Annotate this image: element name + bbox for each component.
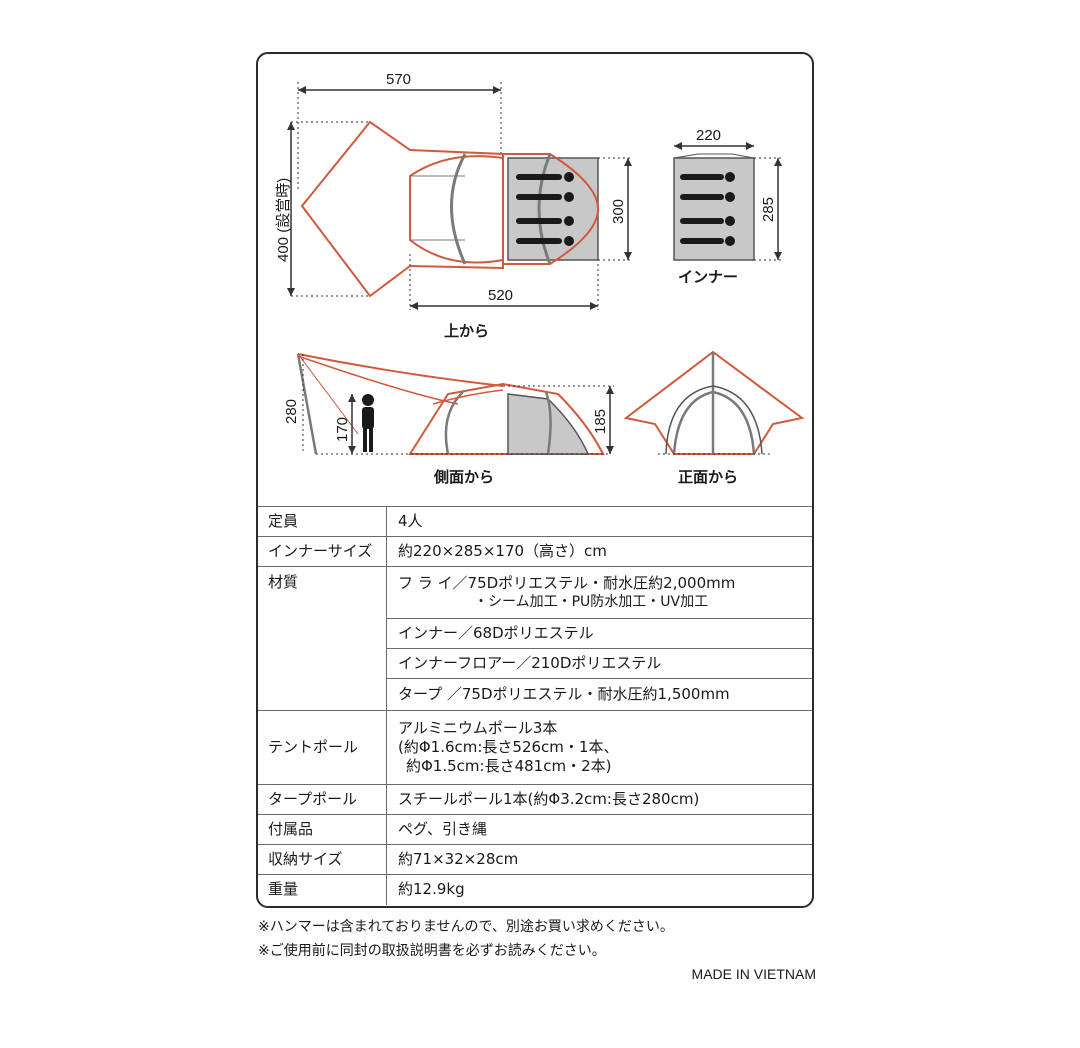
spec-value: 約71×32×28cm [386,844,812,875]
arrow [410,302,418,310]
dim-300-label: 300 [610,199,627,224]
side-view: 280 170 185 側面から [283,353,614,486]
spec-label: 定員 [258,506,387,537]
spec-label: 付属品 [258,814,387,845]
spec-table: 定員 4人 インナーサイズ 約220×285×170（高さ）cm 材質 フ ラ … [258,506,812,905]
dim-570-label: 570 [386,71,411,88]
table-row: 材質 フ ラ イ／75Dポリエステル・耐水圧約2,000mm ・シーム加工・PU… [258,566,812,711]
arrow [590,302,598,310]
tarp-top [297,353,504,387]
arrow [606,386,614,394]
inner-view: 220 285 インナー [673,127,782,286]
arrow [774,158,782,166]
spec-value: インナー／68Dポリエステル [386,618,812,649]
person-icon [362,394,374,452]
table-row: インナーサイズ 約220×285×170（高さ）cm [258,536,812,567]
spec-value-group: アルミニウムポール3本 (約Φ1.6cm:長さ526cm・1本、 約Φ1.5cm… [386,710,812,785]
spec-value: アルミニウムポール3本 [398,719,558,737]
tarp-edge [297,355,459,405]
inner-sleeper-icons [680,172,735,246]
table-row: 重量 約12.9kg [258,874,812,905]
dim-280-label: 280 [283,399,300,424]
spec-label: インナーサイズ [258,536,387,567]
arrow [674,142,682,150]
table-row: 収納サイズ 約71×32×28cm [258,844,812,875]
arrow [348,394,356,402]
spec-label: タープポール [258,784,387,815]
spec-value: インナーフロアー／210Dポリエステル [386,648,812,679]
side-view-caption: 側面から [433,468,494,486]
tarp-pole [296,353,318,455]
diagram-svg: 570 400 (設営時) [275,71,805,486]
arrow [287,122,295,130]
spec-value: スチールポール1本(約Φ3.2cm:長さ280cm) [386,784,812,815]
spec-value: ・シーム加工・PU防水加工・UV加工 [474,593,709,610]
tarp-outline [300,120,504,298]
dim-285-label: 285 [760,197,777,222]
inner-floor [673,157,755,261]
dim-170-label: 170 [334,417,351,442]
arrow [493,86,501,94]
top-view-caption: 上から [444,322,489,340]
spec-value: タープ ／75Dポリエステル・耐水圧約1,500mm [386,678,812,711]
spec-value: 約Φ1.5cm:長さ481cm・2本) [406,757,612,775]
arrow [348,446,356,454]
note-hammer: ※ハンマーは含まれておりませんので、別途お買い求めください。 [258,919,674,935]
inner-tent-top [507,157,599,261]
spec-label: 材質 [258,566,387,711]
spec-label: テントポール [258,710,387,785]
arrow [298,86,306,94]
dim-520-label: 520 [488,287,513,304]
arrow [774,252,782,260]
spec-label: 重量 [258,874,387,905]
front-view: 正面から [623,350,805,486]
dim-185-label: 185 [592,409,609,434]
spec-value: (約Φ1.6cm:長さ526cm・1本、 [398,738,619,756]
table-row: インナーフロアー／210Dポリエステル [258,648,812,679]
spec-value: 約220×285×170（高さ）cm [386,536,812,567]
tent-fly-side [408,382,605,455]
spec-card: 570 400 (設営時) [256,52,814,908]
spec-value-group: フ ラ イ／75Dポリエステル・耐水圧約2,000mm ・シーム加工・PU防水加… [386,566,812,619]
spec-value: 4人 [386,506,812,537]
inner-door [673,153,755,159]
spec-label: 収納サイズ [258,844,387,875]
arrow [624,252,632,260]
table-row: テントポール アルミニウムポール3本 (約Φ1.6cm:長さ526cm・1本、 … [258,710,812,785]
arrow [606,446,614,454]
pole-arc [537,153,552,265]
inner-front [665,385,763,455]
made-in-label: MADE IN VIETNAM [691,966,816,982]
pole-arc [450,153,467,265]
table-row: 定員 4人 [258,506,812,537]
tent-diagrams: 570 400 (設営時) [258,54,812,506]
guy-line [297,353,359,435]
spec-value: ペグ、引き縄 [386,814,812,845]
dim-400-label: 400 (設営時) [275,178,292,262]
table-row: タープポール スチールポール1本(約Φ3.2cm:長さ280cm) [258,784,812,815]
table-row: タープ ／75Dポリエステル・耐水圧約1,500mm [258,678,812,711]
table-row: インナー／68Dポリエステル [258,618,812,649]
top-view: 570 400 (設営時) [275,71,632,340]
vestibule-outline [409,155,504,264]
spec-value: 約12.9kg [386,874,812,905]
sleeper-icons [516,172,574,246]
pole-arc [672,390,756,455]
arrow [287,288,295,296]
arrow [746,142,754,150]
pole-arc [544,391,552,455]
fly-outline [503,153,600,265]
spec-value: フ ラ イ／75Dポリエステル・耐水圧約2,000mm [398,573,736,592]
note-manual: ※ご使用前に同封の取扱説明書を必ずお読みください。 [258,943,606,959]
arrow [624,158,632,166]
inner-view-caption: インナー [678,268,738,286]
front-fly-outline [623,350,805,455]
front-view-caption: 正面から [678,468,738,486]
vestibule-roof [432,389,504,405]
dim-220-label: 220 [696,127,721,144]
pole-arc [444,391,464,455]
table-row: 付属品 ペグ、引き縄 [258,814,812,845]
